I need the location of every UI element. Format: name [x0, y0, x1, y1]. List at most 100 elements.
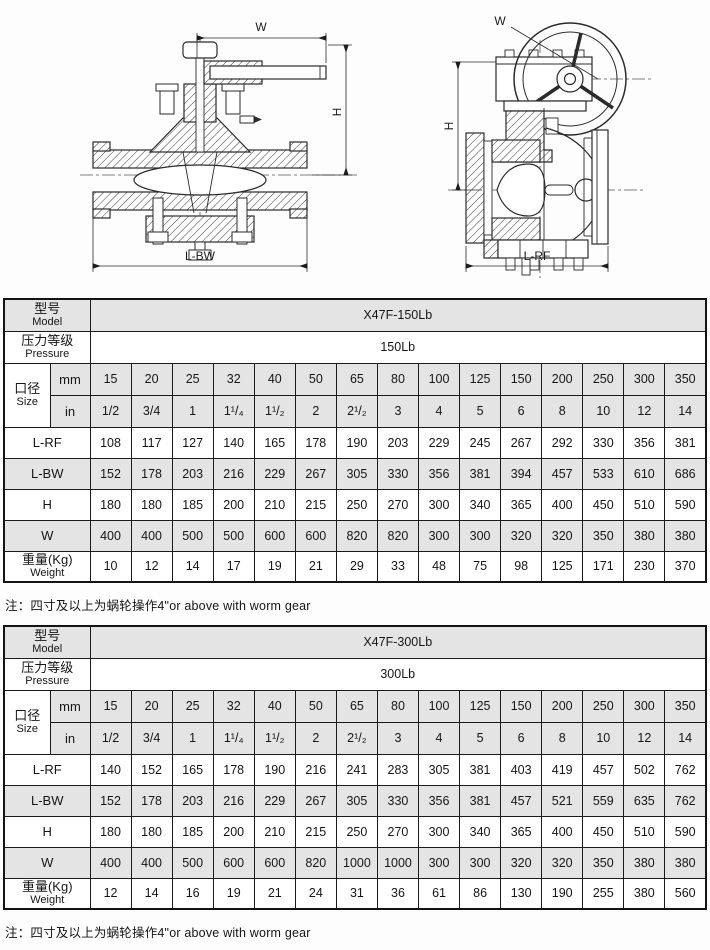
spec-value: 500 — [171, 519, 214, 552]
spec-value: 255 — [582, 877, 625, 910]
spec-value: 380 — [664, 846, 707, 879]
size-mm-value: 150 — [500, 689, 543, 723]
size-in-value: 5 — [459, 394, 502, 428]
spec-value: 400 — [89, 519, 132, 552]
spec-value: 820 — [335, 519, 378, 552]
spec-value: 300 — [417, 815, 461, 848]
size-in-value: 3/4 — [130, 721, 173, 755]
size-in-value: 3 — [376, 721, 420, 755]
size-in-value: 8 — [541, 394, 584, 428]
size-mm-value: 200 — [541, 689, 584, 723]
spec-value: 403 — [500, 753, 543, 786]
size-mm-value: 65 — [335, 362, 378, 396]
spec-value: 230 — [623, 550, 666, 583]
size-label-cn: 口径 — [14, 708, 41, 723]
spec-value: 419 — [541, 753, 584, 786]
spec-value: 457 — [541, 457, 584, 490]
spec-value: 130 — [500, 877, 543, 910]
weight-label-en: Weight — [30, 567, 65, 580]
spec-value: 820 — [376, 519, 420, 552]
spec-value: 250 — [335, 488, 378, 521]
size-mm-value: 125 — [459, 362, 502, 396]
spec-value: 270 — [376, 815, 420, 848]
spec-value: 305 — [335, 784, 378, 817]
valve-drawing-gear: W H L-RF — [442, 14, 652, 278]
spec-value: 283 — [376, 753, 420, 786]
pressure-label-en: Pressure — [25, 348, 70, 360]
spec-value: 450 — [582, 815, 625, 848]
spec-value: 165 — [171, 753, 214, 786]
spec-value: 590 — [664, 488, 707, 521]
size-mm-value: 300 — [623, 689, 666, 723]
size-mm-value: 350 — [664, 689, 707, 723]
spec-value: 215 — [294, 488, 337, 521]
spec-value: 140 — [89, 753, 132, 786]
spec-value: 381 — [459, 753, 502, 786]
size-in-value: 1¹/₂ — [253, 394, 296, 428]
spec-value: 152 — [89, 784, 132, 817]
spec-value: 19 — [212, 877, 255, 910]
spec-value: 500 — [171, 846, 214, 879]
spec-value: 381 — [459, 784, 502, 817]
spec-value: 394 — [500, 457, 543, 490]
spec-value: 365 — [500, 815, 543, 848]
spec-value: 365 — [500, 488, 543, 521]
size-in-value: 1 — [171, 394, 214, 428]
size-label-cn: 口径 — [14, 381, 41, 396]
size-in-value: 4 — [417, 721, 461, 755]
spec-value: 356 — [417, 457, 461, 490]
spec-value: 762 — [664, 753, 707, 786]
spec-value: 457 — [582, 753, 625, 786]
valve-drawing-lever: W H L-BW — [80, 20, 360, 272]
size-in-value: 2 — [294, 394, 337, 428]
spec-value: 267 — [294, 457, 337, 490]
size-in-value: 14 — [664, 394, 707, 428]
spec-value: 203 — [376, 426, 420, 459]
size-mm-value: 40 — [253, 689, 296, 723]
spec-value: 300 — [417, 846, 461, 879]
row-label: H — [3, 815, 91, 848]
spec-value: 320 — [541, 519, 584, 552]
size-mm-value: 32 — [212, 362, 255, 396]
spec-value: 356 — [417, 784, 461, 817]
size-mm-value: 20 — [130, 362, 173, 396]
dim-label-w-left: W — [255, 20, 267, 34]
size-in-value: 5 — [459, 721, 502, 755]
spec-value: 533 — [582, 457, 625, 490]
row-label: W — [3, 519, 91, 552]
spec-value: 600 — [294, 519, 337, 552]
spec-value: 500 — [212, 519, 255, 552]
size-mm-value: 125 — [459, 689, 502, 723]
spec-value: 108 — [89, 426, 132, 459]
spec-value: 33 — [376, 550, 420, 583]
spec-value: 180 — [89, 815, 132, 848]
spec-value: 820 — [294, 846, 337, 879]
row-label: 重量(Kg)Weight — [3, 550, 91, 583]
size-mm-value: 250 — [582, 689, 625, 723]
model-label-cn: 型号 — [34, 628, 61, 644]
spec-value: 560 — [664, 877, 707, 910]
size-in-value: 2¹/₂ — [335, 721, 378, 755]
size-in-value: 1/2 — [89, 721, 132, 755]
size-mm-value: 50 — [294, 362, 337, 396]
spec-value: 21 — [253, 877, 296, 910]
spec-value: 14 — [171, 550, 214, 583]
spec-value: 171 — [582, 550, 625, 583]
spec-value: 457 — [500, 784, 543, 817]
spec-value: 1000 — [376, 846, 420, 879]
spec-value: 29 — [335, 550, 378, 583]
size-in-value: 1¹/₄ — [212, 721, 255, 755]
technical-drawings: W H L-BW — [0, 0, 710, 298]
spec-value: 510 — [623, 815, 666, 848]
spec-value: 300 — [459, 846, 502, 879]
size-mm-value: 150 — [500, 362, 543, 396]
size-mm-value: 15 — [89, 362, 132, 396]
row-label: L-BW — [3, 457, 91, 490]
size-in-value: 12 — [623, 721, 666, 755]
spec-value: 10 — [89, 550, 132, 583]
weight-label-cn: 重量(Kg) — [21, 879, 73, 895]
dim-label-h-right: H — [442, 122, 456, 131]
